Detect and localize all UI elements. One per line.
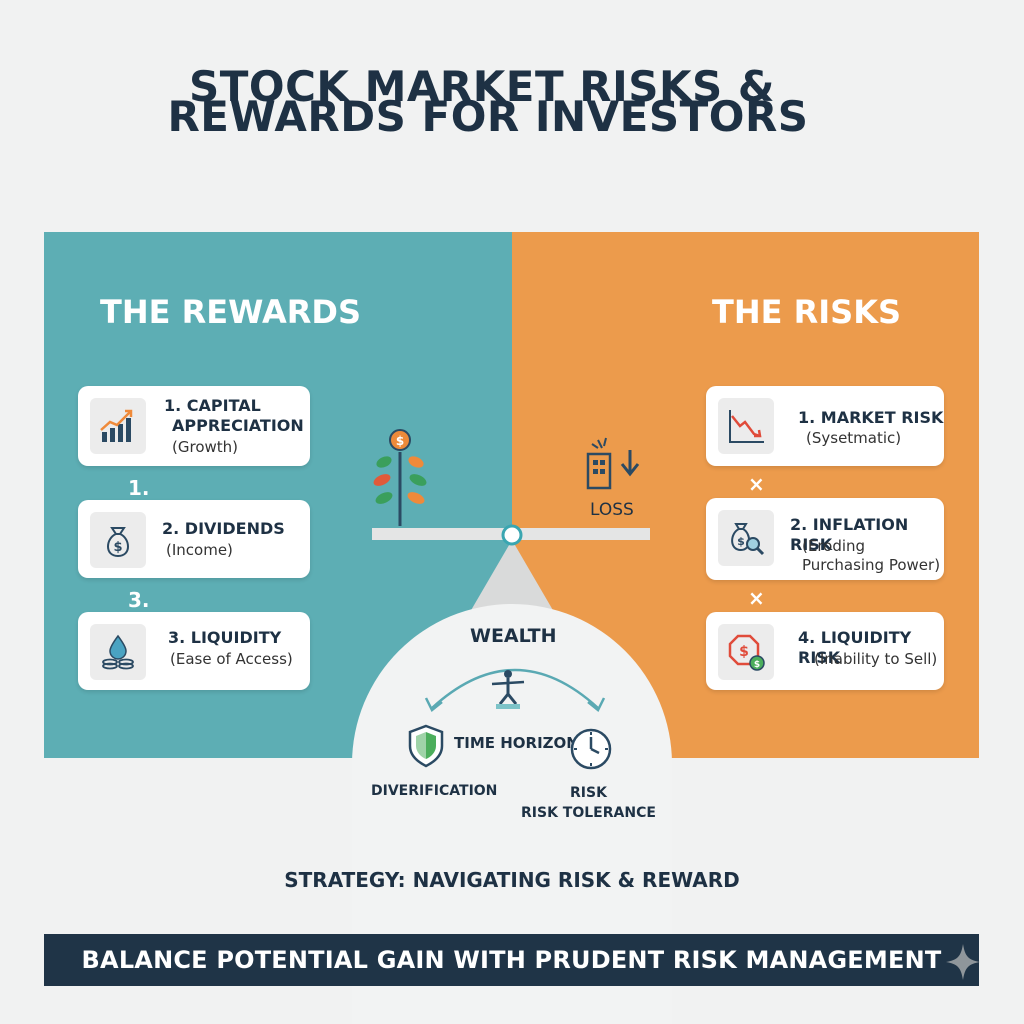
risk-1-title: 1. MARKET RISK: [798, 408, 944, 427]
reward-card-capital-appreciation: 1. CAPITAL APPRECIATION (Growth): [78, 386, 310, 466]
water-drop-coins-icon: [90, 624, 146, 680]
title-line-2: REWARDS FOR INVESTORS: [167, 92, 809, 141]
stop-dollar-icon: $ $: [718, 624, 774, 680]
risk-2-sub-line2: Purchasing Power): [802, 556, 941, 574]
risk-2-sub-line1: (Eroding: [802, 537, 866, 555]
svg-text:$: $: [396, 434, 404, 448]
cycle-arrows-icon: [424, 668, 606, 712]
risk-3-title: 4. LIQUIDITY RISK: [798, 628, 912, 667]
clock-icon: [570, 728, 612, 770]
risk-card-market: 1. MARKET RISK (Sysetmatic): [706, 386, 944, 466]
balancing-person-icon: [491, 670, 525, 709]
growth-chart-icon: [90, 398, 146, 454]
risks-between-label-1: ×: [748, 472, 765, 496]
svg-text:$: $: [754, 660, 760, 670]
reward-2-title: 2. DIVIDENDS: [162, 519, 285, 538]
money-bag-icon: $: [90, 512, 146, 568]
risk-tolerance-label: RISK TOLERANCE: [521, 805, 656, 821]
risks-between-label-2: ×: [748, 586, 765, 610]
title-line-1: STOCK MARKET RISKS &: [188, 62, 775, 111]
reward-card-liquidity: 3. LIQUIDITY (Ease of Access): [78, 612, 310, 690]
shield-icon: [408, 724, 444, 768]
sparkle-icon: [946, 944, 980, 980]
rewards-between-label-1: 1.: [128, 476, 150, 500]
risk-2-title: 2. INFLATION RISK: [790, 515, 909, 554]
rewards-between-label-2: 3.: [128, 588, 150, 612]
falling-building-icon: [586, 437, 640, 490]
risks-heading: THE RISKS: [712, 293, 902, 331]
money-bag-magnifier-icon: $: [718, 510, 774, 566]
scale-fulcrum: [470, 540, 554, 612]
risk-card-inflation: $ 2. INFLATION RISK (Eroding Purchasing …: [706, 498, 944, 580]
risk-1-sub: (Sysetmatic): [806, 429, 902, 447]
reward-3-sub: (Ease of Access): [170, 650, 293, 668]
risk-card-liquidity: $ $ 4. LIQUIDITY RISK (Inability to Sell…: [706, 612, 944, 690]
risk-3-sub: (Inability to Sell): [814, 650, 938, 668]
rewards-heading: THE REWARDS: [100, 293, 361, 331]
svg-text:$: $: [113, 540, 122, 555]
reward-1-sub: (Growth): [172, 438, 238, 456]
reward-2-sub: (Income): [166, 541, 233, 559]
reward-3-title: 3. LIQUIDITY: [168, 628, 282, 647]
svg-text:$: $: [739, 644, 749, 660]
wealth-label: WEALTH: [470, 625, 557, 647]
bottom-banner: BALANCE POTENTIAL GAIN WITH PRUDENT RISK…: [44, 934, 979, 986]
strategy-label: STRATEGY: NAVIGATING RISK & REWARD: [284, 868, 740, 892]
reward-1-title-line2: APPRECIATION: [172, 416, 304, 435]
loss-label: LOSS: [590, 500, 634, 520]
svg-text:$: $: [737, 535, 745, 548]
reward-card-dividends: $ 2. DIVIDENDS (Income): [78, 500, 310, 578]
money-tree-icon: $: [373, 429, 427, 526]
diversification-label: DIVERIFICATION: [371, 783, 498, 799]
falling-chart-icon: [718, 398, 774, 454]
scale-pivot: [501, 524, 523, 546]
risk-label: RISK: [570, 785, 607, 801]
time-horizon-label: TIME HORIZON: [454, 734, 579, 752]
reward-1-title-line1: 1. CAPITAL: [164, 396, 261, 415]
